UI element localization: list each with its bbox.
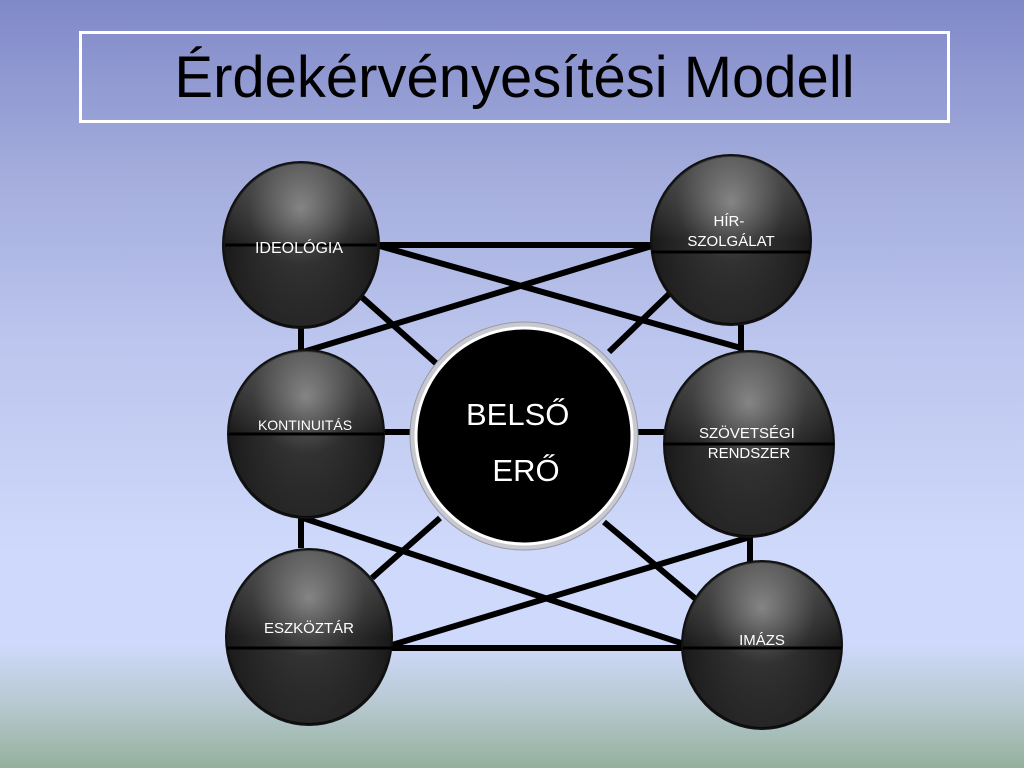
connector-kontinuitas-imazs xyxy=(302,515,688,648)
node-imazs: IMÁZS xyxy=(681,560,843,730)
node-label-ideologia: IDEOLÓGIA xyxy=(255,238,343,257)
connector-ideologia-center xyxy=(354,289,440,368)
page-title: Érdekérvényesítési Modell xyxy=(174,44,855,110)
node-label-szovetsegi: SZÖVETSÉGI RENDSZER xyxy=(699,424,799,462)
title-box: Érdekérvényesítési Modell xyxy=(79,31,950,123)
node-label-hirszolgalat: HÍR- SZOLGÁLAT xyxy=(687,213,774,250)
node-center: BELSŐ ERŐ xyxy=(409,321,639,551)
connectors xyxy=(298,242,753,651)
connector-hirszolgalat-kontinuitas xyxy=(302,242,656,355)
node-eszkoztar: ESZKÖZTÁR xyxy=(225,548,393,726)
connector-szovetsegi-eszkoztar xyxy=(391,534,751,648)
connector-center-eszkoztar xyxy=(370,515,442,581)
connector-center-imazs xyxy=(602,519,699,603)
connector-hirszolgalat-center xyxy=(606,291,672,355)
node-label-imazs: IMÁZS xyxy=(739,632,785,649)
node-kontinuitas: KONTINUITÁS xyxy=(227,349,385,519)
node-hirszolgalat: HÍR- SZOLGÁLAT xyxy=(650,154,812,326)
node-label-eszkoztar: ESZKÖZTÁR xyxy=(264,619,354,637)
node-label-center: BELSŐ ERŐ xyxy=(466,397,578,488)
node-label-kontinuitas: KONTINUITÁS xyxy=(258,417,352,433)
node-ideologia: IDEOLÓGIA xyxy=(222,161,380,329)
connector-ideologia-szovetsegi xyxy=(375,242,742,351)
node-szovetsegi: SZÖVETSÉGI RENDSZER xyxy=(663,350,835,538)
